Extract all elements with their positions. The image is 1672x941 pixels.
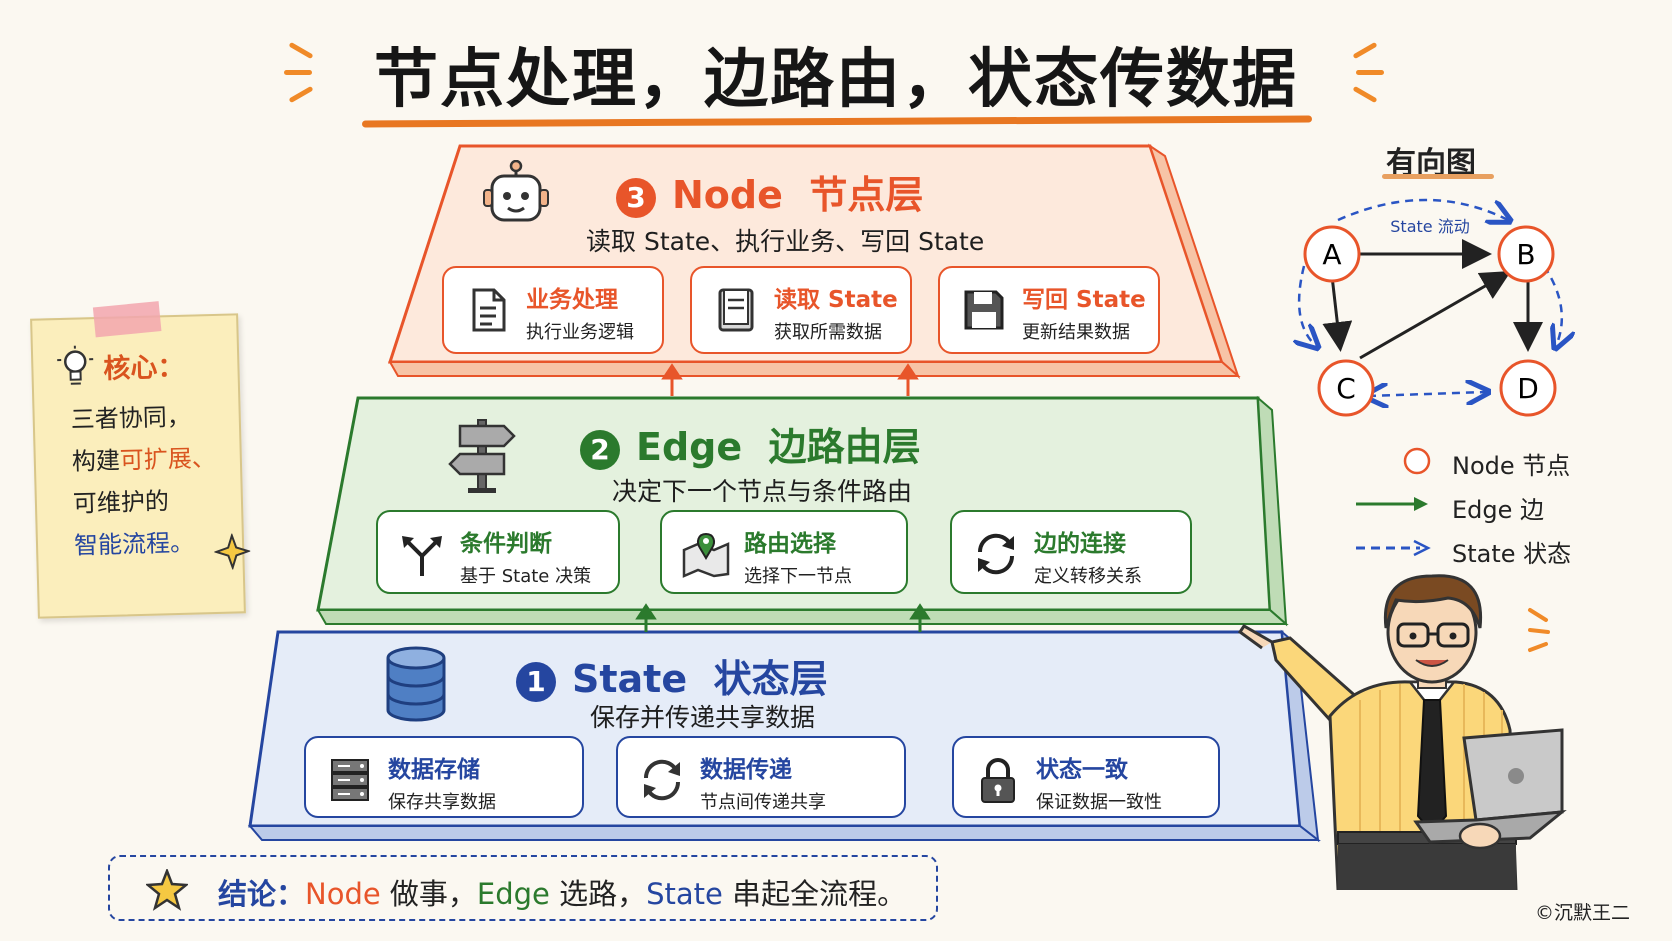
lock-icon bbox=[974, 756, 1022, 804]
sparkle-icon bbox=[213, 532, 252, 571]
legend-node-mark bbox=[1403, 447, 1431, 475]
card-subtitle: 基于 State 决策 bbox=[460, 566, 592, 587]
card-subtitle: 节点间传递共享 bbox=[700, 792, 826, 813]
card-title: 读取 State bbox=[774, 287, 898, 313]
edge-layer-title: 2 Edge 边路由层 bbox=[580, 416, 921, 471]
conclusion-label: 结论： bbox=[218, 877, 306, 911]
edge-layer-number: 2 bbox=[580, 429, 620, 470]
node-card-business: 业务处理 执行业务逻辑 bbox=[442, 266, 664, 354]
node-layer-subtitle: 读取 State、执行业务、写回 State bbox=[586, 227, 985, 256]
edge-layer-title-en: Edge bbox=[636, 425, 743, 469]
card-subtitle: 执行业务逻辑 bbox=[526, 322, 634, 343]
note-line-4: 智能流程。 bbox=[73, 528, 195, 560]
conclusion-edge-text: 选路， bbox=[549, 877, 647, 911]
card-title: 数据传递 bbox=[700, 757, 792, 783]
digraph-title-underline bbox=[1382, 174, 1494, 179]
conclusion-text: 结论：Node 做事，Edge 选路，State 串起全流程。 bbox=[218, 871, 906, 913]
edge-card-condition: 条件判断 基于 State 决策 bbox=[376, 510, 620, 594]
note-heading: 核心： bbox=[103, 351, 185, 385]
server-icon bbox=[326, 756, 374, 804]
node-card-read-state: 读取 State 获取所需数据 bbox=[690, 266, 912, 354]
lightbulb-icon bbox=[55, 345, 96, 388]
edge-card-route: 路由选择 选择下一节点 bbox=[660, 510, 908, 594]
card-subtitle: 保存共享数据 bbox=[388, 792, 496, 813]
robot-icon bbox=[480, 159, 552, 232]
node-card-write-state: 写回 State 更新结果数据 bbox=[938, 266, 1160, 354]
card-subtitle: 更新结果数据 bbox=[1022, 322, 1130, 343]
digraph-flow-label: State 流动 bbox=[1390, 217, 1469, 236]
state-card-storage: 数据存储 保存共享数据 bbox=[304, 736, 584, 818]
card-subtitle: 保证数据一致性 bbox=[1036, 792, 1162, 813]
node-layer-title: 3 Node 节点层 bbox=[616, 164, 923, 219]
card-title: 状态一致 bbox=[1036, 757, 1128, 783]
card-title: 业务处理 bbox=[526, 287, 618, 313]
presenter-illustration bbox=[1237, 574, 1567, 890]
note-highlight-extensible: 可扩展、 bbox=[119, 443, 217, 475]
note-line-1: 三者协同， bbox=[70, 402, 192, 434]
legend-edge-label: Edge 边 bbox=[1452, 496, 1545, 524]
card-title: 边的连接 bbox=[1034, 531, 1126, 557]
state-layer-title-en: State bbox=[572, 657, 688, 701]
conclusion-edge: Edge bbox=[476, 877, 550, 911]
edge-layer-title-zh: 边路由层 bbox=[768, 425, 921, 469]
state-layer-title-zh: 状态层 bbox=[713, 657, 828, 701]
card-subtitle: 定义转移关系 bbox=[1034, 566, 1142, 587]
digraph: A B C D State 流动 bbox=[1290, 198, 1580, 417]
note-line-2-text: 构建 bbox=[71, 446, 121, 476]
state-layer-subtitle: 保存并传递共享数据 bbox=[590, 703, 816, 732]
database-icon bbox=[384, 646, 448, 722]
conclusion-node: Node bbox=[305, 877, 381, 911]
edge-layer-subtitle: 决定下一个节点与条件路由 bbox=[612, 477, 913, 506]
card-subtitle: 获取所需数据 bbox=[774, 322, 882, 343]
digraph-node-c: C bbox=[1336, 372, 1356, 405]
conclusion-node-text: 做事， bbox=[380, 877, 477, 911]
note-line-3: 可维护的 bbox=[72, 487, 170, 518]
node-layer-number: 3 bbox=[616, 177, 656, 218]
book-icon bbox=[712, 286, 760, 334]
floppy-disk-icon bbox=[960, 286, 1008, 334]
legend-edge-mark bbox=[1356, 497, 1428, 511]
node-edge-arrows bbox=[661, 363, 919, 396]
edge-state-arrows bbox=[635, 603, 931, 632]
card-subtitle: 选择下一节点 bbox=[744, 566, 852, 587]
node-layer-title-en: Node bbox=[672, 173, 783, 217]
state-layer-number: 1 bbox=[516, 661, 556, 702]
digraph-node-b: B bbox=[1516, 238, 1535, 271]
node-layer-title-zh: 节点层 bbox=[809, 173, 924, 217]
state-card-transfer: 数据传递 节点间传递共享 bbox=[616, 736, 906, 818]
conclusion-box: 结论：Node 做事，Edge 选路，State 串起全流程。 bbox=[108, 855, 938, 921]
conclusion-state-text: 串起全流程。 bbox=[722, 877, 907, 911]
card-title: 条件判断 bbox=[460, 531, 552, 557]
card-title: 数据存储 bbox=[388, 757, 480, 783]
digraph-node-d: D bbox=[1517, 372, 1539, 405]
legend-state-label: State 状态 bbox=[1452, 540, 1572, 568]
conclusion-state: State bbox=[646, 877, 723, 911]
card-title: 路由选择 bbox=[744, 531, 836, 557]
note-tape bbox=[92, 301, 162, 338]
digraph-node-a: A bbox=[1322, 238, 1341, 271]
cycle-arrows-icon bbox=[972, 530, 1020, 578]
state-layer-title: 1 State 状态层 bbox=[516, 648, 828, 703]
signpost-icon bbox=[444, 414, 520, 494]
sticky-note: 核心： 三者协同， 构建可扩展、 可维护的 智能流程。 bbox=[30, 301, 252, 619]
star-icon bbox=[144, 867, 190, 911]
sync-icon bbox=[638, 756, 686, 804]
card-title: 写回 State bbox=[1022, 287, 1146, 313]
document-icon bbox=[464, 286, 512, 334]
legend-node-label: Node 节点 bbox=[1452, 452, 1571, 480]
edge-card-connect: 边的连接 定义转移关系 bbox=[950, 510, 1192, 594]
note-line-2: 构建可扩展、 bbox=[71, 438, 216, 477]
split-arrows-icon bbox=[398, 530, 446, 578]
page-title: 节点处理，边路由，状态传数据 bbox=[374, 43, 1298, 117]
legend-state-mark bbox=[1356, 539, 1431, 557]
state-card-consistency: 状态一致 保证数据一致性 bbox=[952, 736, 1220, 818]
map-pin-icon bbox=[682, 530, 730, 578]
copyright: ©沉默王二 bbox=[1535, 902, 1631, 924]
